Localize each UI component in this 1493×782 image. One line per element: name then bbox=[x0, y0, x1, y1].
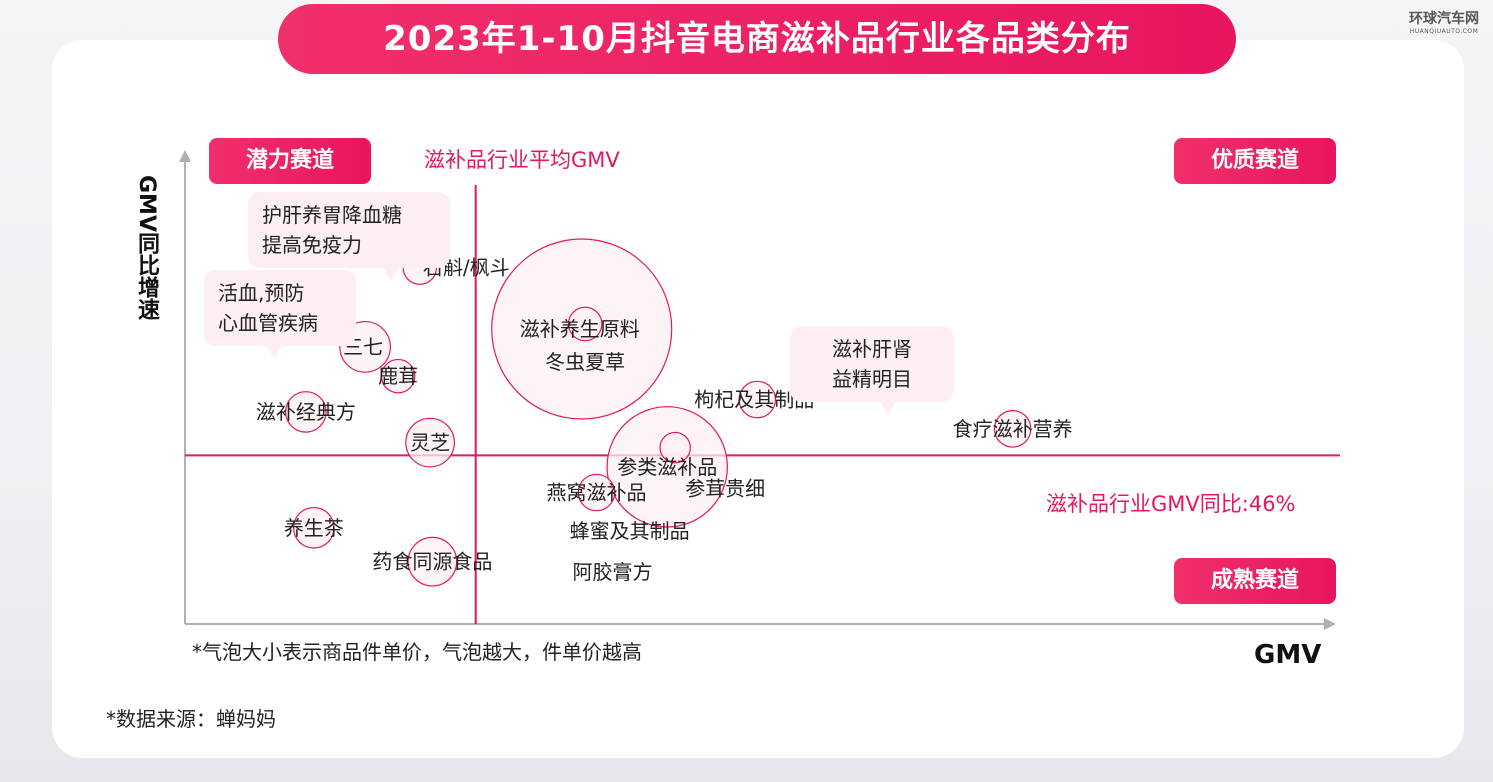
x-axis-arrow-icon bbox=[1324, 618, 1336, 630]
bubble-label: 药食同源食品 bbox=[372, 550, 492, 574]
bubble-label: 参类滋补品 bbox=[617, 455, 717, 479]
bubble-label: 阿胶膏方 bbox=[573, 560, 653, 584]
horizontal-reference-label: 滋补品行业GMV同比:46% bbox=[1046, 492, 1296, 516]
quadrant-top-left-badge: 潜力赛道 bbox=[209, 138, 371, 184]
bubble bbox=[738, 380, 777, 419]
watermark-logo: 环球汽车网 HUANQIUAUTO.COM bbox=[1402, 10, 1486, 42]
bubble bbox=[405, 417, 455, 468]
callout-line: 益精明目 bbox=[832, 367, 912, 391]
callout-line: 护肝养胃降血糖 bbox=[262, 203, 402, 227]
bubble-label: 滋补养生原料 bbox=[520, 317, 640, 341]
bubble-label: 灵芝 bbox=[410, 431, 450, 455]
bubble-label: 食疗滋补营养 bbox=[953, 417, 1073, 441]
bubble bbox=[606, 406, 728, 528]
callout-line: 心血管疾病 bbox=[218, 311, 318, 335]
callout-liver-stomach: 护肝养胃降血糖 提高免疫力 bbox=[248, 192, 450, 280]
x-axis-label: GMV bbox=[1254, 640, 1322, 670]
bubble-label: 冬虫夏草 bbox=[545, 350, 625, 374]
watermark-text: 环球汽车网 bbox=[1409, 11, 1479, 27]
callout-liver-kidney: 滋补肝肾 益精明目 bbox=[790, 326, 954, 414]
bubble bbox=[567, 306, 603, 342]
bubble-label: 蜂蜜及其制品 bbox=[570, 519, 690, 543]
bubble-label: 参茸贵细 bbox=[685, 477, 765, 501]
vertical-reference-label: 滋补品行业平均GMV bbox=[424, 148, 620, 172]
bubble-label: 燕窝滋补品 bbox=[547, 481, 647, 505]
bubble bbox=[577, 473, 616, 512]
bubble bbox=[407, 536, 458, 587]
y-axis-arrow-icon bbox=[179, 150, 191, 162]
callout-line: 活血,预防 bbox=[218, 281, 305, 305]
bubble-label: 养生茶 bbox=[284, 516, 344, 540]
callout-line: 提高免疫力 bbox=[262, 233, 362, 257]
bubble bbox=[285, 391, 327, 433]
bubble bbox=[292, 506, 335, 549]
bubble bbox=[993, 410, 1032, 448]
bubble-size-footnote: *气泡大小表示商品件单价，气泡越大，件单价越高 bbox=[192, 640, 642, 664]
quadrant-bottom-right-badge: 成熟赛道 bbox=[1174, 558, 1336, 604]
bubble bbox=[380, 358, 416, 394]
callout-line: 滋补肝肾 bbox=[832, 337, 912, 361]
watermark-sub: HUANQIUAUTO.COM bbox=[1409, 28, 1479, 35]
page-title: 2023年1-10月抖音电商滋补品行业各品类分布 bbox=[278, 4, 1236, 74]
bubble-label: 鹿茸 bbox=[378, 364, 418, 388]
data-source: *数据来源：蝉妈妈 bbox=[106, 707, 276, 731]
callout-blood-circulation: 活血,预防 心血管疾病 bbox=[204, 270, 356, 358]
bubble-label: 滋补经典方 bbox=[256, 400, 356, 424]
quadrant-top-right-badge: 优质赛道 bbox=[1174, 138, 1336, 184]
y-axis-label: GMV同比增速 bbox=[134, 175, 159, 320]
bubble bbox=[659, 431, 691, 464]
